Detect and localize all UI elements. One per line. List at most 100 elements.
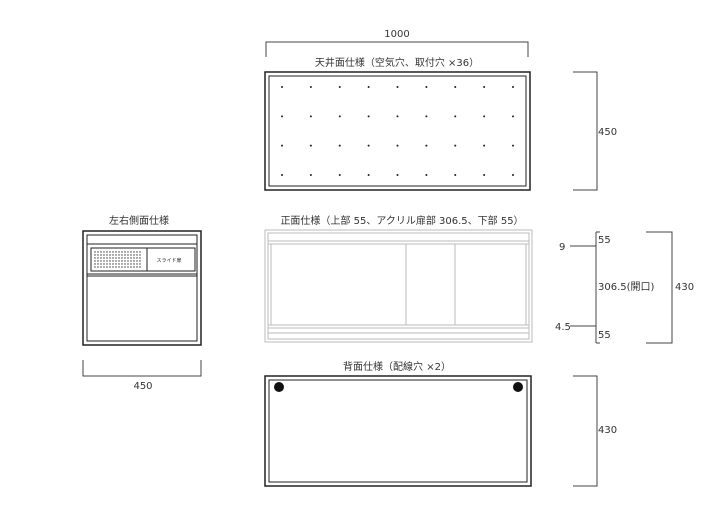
- side-vent-hole: [130, 251, 132, 253]
- front-gap-bottom-label: 4.5: [555, 322, 571, 333]
- top-hole: [396, 86, 399, 88]
- side-vent-hole: [118, 266, 120, 268]
- side-vent-hole: [118, 263, 120, 265]
- top-hole: [483, 115, 486, 118]
- side-door-box: [90, 247, 196, 272]
- side-vent-hole: [124, 263, 126, 265]
- back-view-title: 背面仕様（配線穴 ×2）: [343, 360, 451, 373]
- side-vent-hole: [136, 266, 138, 268]
- side-vent-hole: [139, 254, 141, 256]
- side-vent-hole: [124, 257, 126, 259]
- side-vent-hole: [127, 254, 129, 256]
- side-vent-hole: [124, 251, 126, 253]
- top-hole: [367, 86, 370, 88]
- top-hole: [309, 174, 312, 176]
- side-vent-hole: [115, 266, 117, 268]
- side-vent-hole: [112, 266, 114, 268]
- side-vent-hole: [94, 251, 96, 253]
- side-vent-hole: [127, 266, 129, 268]
- side-vent-hole: [139, 263, 141, 265]
- top-hole: [367, 115, 370, 118]
- side-vent-hole: [124, 254, 126, 256]
- top-hole: [396, 174, 399, 176]
- front-gap-top-label: 9: [559, 242, 565, 253]
- side-vent-hole: [127, 260, 129, 262]
- side-vent-hole: [121, 257, 123, 259]
- side-view-title: 左右側面仕様: [109, 214, 169, 227]
- side-vent-hole: [115, 251, 117, 253]
- side-vent-hole: [112, 257, 114, 259]
- top-depth-dim: [573, 71, 598, 191]
- top-hole: [281, 86, 283, 88]
- top-hole: [454, 174, 457, 176]
- side-vent-hole: [100, 254, 102, 256]
- top-hole: [483, 174, 486, 176]
- side-vent-hole: [127, 257, 129, 259]
- top-hole: [425, 144, 428, 147]
- side-vent-hole: [124, 260, 126, 262]
- side-vent-hole: [112, 254, 114, 256]
- top-width-dim: [265, 41, 529, 57]
- side-vent-hole: [133, 263, 135, 265]
- side-vent-hole: [94, 263, 96, 265]
- side-vent-hole: [109, 257, 111, 259]
- side-vent-hole: [118, 251, 120, 253]
- side-vent-hole: [139, 266, 141, 268]
- side-vent-hole: [118, 254, 120, 256]
- top-hole: [309, 115, 312, 118]
- side-vent-hole: [103, 263, 105, 265]
- side-vent-hole: [115, 260, 117, 262]
- top-depth-label: 450: [598, 127, 617, 138]
- side-vent-hole: [94, 257, 96, 259]
- front-panel-outer: [264, 229, 533, 343]
- side-vent-hole: [130, 263, 132, 265]
- top-hole: [425, 86, 428, 88]
- side-vent-hole: [100, 257, 102, 259]
- side-vent-hole: [139, 260, 141, 262]
- side-vent-hole: [130, 266, 132, 268]
- side-vent-hole: [139, 251, 141, 253]
- side-vent-hole: [133, 266, 135, 268]
- side-vent-hole: [97, 260, 99, 262]
- side-vent-hole: [100, 260, 102, 262]
- top-panel-inner: [268, 75, 527, 187]
- side-vent-hole: [112, 263, 114, 265]
- top-hole: [396, 115, 399, 118]
- top-holes: [281, 86, 514, 176]
- top-panel-outer: [264, 71, 531, 191]
- side-view: 左右側面仕様 スライド扉 450: [82, 214, 202, 392]
- side-vent-hole: [121, 254, 123, 256]
- side-vent-hole: [100, 263, 102, 265]
- top-view: 1000 天井面仕様（空気穴、取付穴 ×36） 450: [264, 29, 617, 191]
- side-vent-hole: [103, 257, 105, 259]
- top-hole: [483, 144, 486, 147]
- top-hole: [425, 115, 428, 118]
- top-hole: [454, 144, 457, 147]
- side-vent-hole: [103, 266, 105, 268]
- side-vent-hole: [121, 266, 123, 268]
- front-height-label: 430: [675, 282, 694, 293]
- side-vent-hole: [106, 260, 108, 262]
- side-vent-hole: [97, 251, 99, 253]
- side-vent-hole: [109, 266, 111, 268]
- side-vent-hole: [100, 266, 102, 268]
- front-view-title: 正面仕様（上部 55、アクリル扉部 306.5、下部 55）: [280, 214, 523, 227]
- side-vent-hole: [130, 260, 132, 262]
- side-vent-hole: [118, 257, 120, 259]
- side-vent-hole: [130, 257, 132, 259]
- side-vent-hole: [136, 251, 138, 253]
- front-bottom-label: 55: [598, 330, 611, 341]
- side-vent-hole: [97, 263, 99, 265]
- side-vent-hole: [109, 254, 111, 256]
- side-panel-outer: [82, 230, 202, 346]
- side-vent-hole: [121, 263, 123, 265]
- side-width-dim: [82, 360, 202, 377]
- wiring-hole-right: [513, 382, 523, 392]
- top-hole: [281, 174, 283, 176]
- side-vent-hole: [106, 266, 108, 268]
- side-door-label: スライド扉: [156, 257, 181, 264]
- top-hole: [512, 115, 514, 118]
- side-vent-hole: [109, 260, 111, 262]
- top-hole: [309, 86, 312, 88]
